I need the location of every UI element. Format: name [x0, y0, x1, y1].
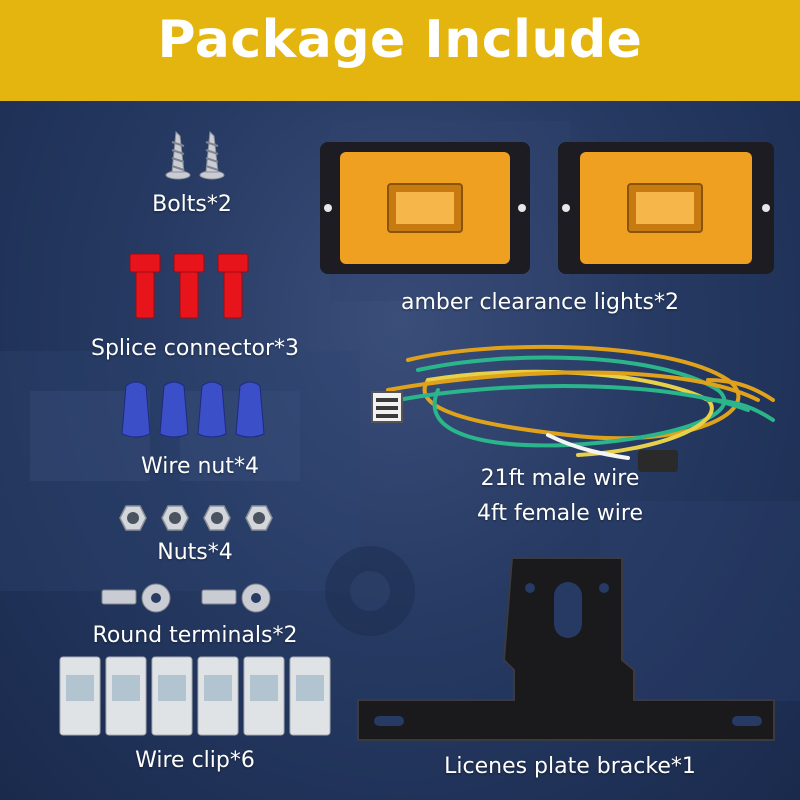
- round-terminals-image: [101, 583, 271, 613]
- wire-harness-image: [371, 344, 775, 472]
- header-banner: Package Include: [0, 0, 800, 101]
- wire-nuts-image: [121, 381, 265, 438]
- license-plate-bracket-image: [357, 557, 775, 741]
- splice-connector-label: Splice connector*3: [91, 336, 299, 361]
- truck-background-image: [0, 121, 800, 701]
- bolts-image: [165, 130, 225, 180]
- nuts-label: Nuts*4: [157, 540, 233, 565]
- license-plate-bracket-label: Licenes plate bracke*1: [444, 754, 696, 779]
- round-terminals-label: Round terminals*2: [92, 623, 298, 648]
- wire-nut-label: Wire nut*4: [141, 454, 259, 479]
- amber-clearance-lights-label: amber clearance lights*2: [401, 290, 679, 315]
- splice-connectors-image: [129, 253, 249, 319]
- female-wire-label: 4ft female wire: [476, 501, 643, 526]
- page-title: Package Include: [157, 10, 643, 70]
- male-wire-label: 21ft male wire: [480, 466, 640, 491]
- bolts-label: Bolts*2: [152, 192, 232, 217]
- wire-clip-label: Wire clip*6: [135, 748, 255, 773]
- nuts-image: [119, 505, 273, 531]
- amber-clearance-lights-image: [320, 142, 774, 274]
- wire-clips-image: [59, 656, 331, 736]
